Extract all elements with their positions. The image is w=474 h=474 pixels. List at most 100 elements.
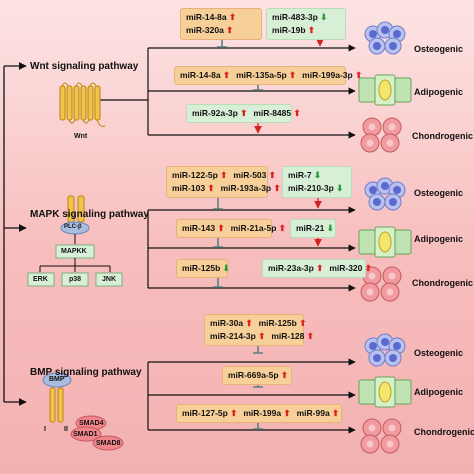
fate-adipogenic-mapk: Adipogenic bbox=[414, 234, 463, 244]
mirna-item: miR-135a-5p ⬆ bbox=[236, 69, 296, 82]
smad1-label: SMAD1 bbox=[73, 431, 98, 438]
up-arrow-icon: ⬆ bbox=[313, 263, 324, 273]
nucleus-icon bbox=[388, 123, 396, 131]
mirna-item: miR-14-8a ⬆ bbox=[186, 11, 236, 24]
mirna-label: miR-483-3p bbox=[272, 12, 318, 22]
mirna-label: miR-210-3p bbox=[288, 183, 334, 193]
mirna-label: miR-103 bbox=[172, 183, 206, 193]
up-arrow-icon: ⬆ bbox=[352, 70, 363, 80]
mirna-label: miR-8485 bbox=[253, 108, 292, 118]
nucleus-icon bbox=[368, 123, 376, 131]
mapk-pathway-label: MAPK signaling pathway bbox=[30, 209, 149, 220]
mirna-label: miR-23a-3p bbox=[268, 263, 314, 273]
mapk-osteo-promote-box: miR-122-5p ⬆miR-503 ⬆miR-103 ⬆miR-193a-3… bbox=[166, 166, 281, 198]
mirna-item: miR-14-8a ⬆ bbox=[180, 69, 230, 82]
receptor-i-label: I bbox=[44, 426, 46, 433]
mirna-item: miR-30a ⬆ bbox=[210, 317, 253, 330]
lipid-droplet-icon bbox=[378, 79, 392, 101]
mirna-row: miR-483-3p ⬇ bbox=[272, 11, 340, 24]
wnt-pathway-label: Wnt signaling pathway bbox=[30, 61, 139, 72]
mirna-label: miR-125b bbox=[182, 263, 221, 273]
mirna-row: miR-7 ⬇ bbox=[288, 169, 346, 182]
up-arrow-icon: ⬆ bbox=[243, 318, 253, 328]
nucleus-icon bbox=[389, 198, 397, 206]
mirna-item: miR-199a-3p ⬆ bbox=[302, 69, 362, 82]
mirna-row: miR-210-3p ⬇ bbox=[288, 182, 346, 195]
bmp-osteo-box: miR-30a ⬆miR-125b ⬆miR-214-3p ⬆miR-128 ⬆ bbox=[204, 314, 314, 346]
down-arrow-icon: ⬇ bbox=[220, 263, 230, 273]
mapkk-label: MAPKK bbox=[61, 248, 87, 255]
up-arrow-icon: ⬆ bbox=[305, 25, 316, 35]
nucleus-icon bbox=[386, 288, 394, 296]
mirna-row: miR-21 ⬇ bbox=[296, 222, 334, 235]
fate-osteogenic-wnt: Osteogenic bbox=[414, 44, 464, 54]
nucleus-icon bbox=[373, 354, 381, 362]
adipocyte-cell-icon bbox=[394, 229, 412, 255]
up-arrow-icon: ⬆ bbox=[281, 408, 291, 418]
up-arrow-icon: ⬆ bbox=[266, 170, 276, 180]
mirna-label: miR-214-3p bbox=[210, 331, 256, 341]
up-arrow-icon: ⬆ bbox=[215, 223, 225, 233]
nucleus-icon bbox=[373, 42, 381, 50]
wnt-chondro-box: miR-92a-3p ⬆miR-8485 ⬆ bbox=[186, 104, 301, 123]
mapk-osteo-inhibit-box: miR-7 ⬇miR-210-3p ⬇ bbox=[282, 166, 352, 198]
nucleus-icon bbox=[369, 30, 377, 38]
mirna-label: miR-21 bbox=[296, 223, 325, 233]
mirna-item: miR-7 ⬇ bbox=[288, 169, 321, 182]
up-arrow-icon: ⬆ bbox=[223, 25, 234, 35]
nucleus-icon bbox=[368, 272, 376, 280]
down-arrow-icon: ⬇ bbox=[311, 170, 322, 180]
mirna-label: miR-30a bbox=[210, 318, 244, 328]
down-arrow-icon: ⬇ bbox=[333, 183, 344, 193]
mapk-osteo-inhibit-mark bbox=[213, 198, 223, 210]
up-arrow-icon: ⬆ bbox=[205, 183, 215, 193]
mirna-item: miR-21 ⬇ bbox=[296, 222, 334, 235]
fate-adipogenic-wnt: Adipogenic bbox=[414, 87, 463, 97]
mirna-label: miR-7 bbox=[288, 170, 312, 180]
mirna-label: miR-669a-5p bbox=[228, 370, 279, 380]
mirna-label: miR-14-8a bbox=[186, 12, 227, 22]
adipocyte-cell-icon bbox=[358, 379, 376, 405]
mirna-label: miR-14-8a bbox=[180, 70, 221, 80]
mirna-row: miR-19b ⬆ bbox=[272, 24, 340, 37]
up-arrow-icon: ⬆ bbox=[291, 108, 301, 118]
up-arrow-icon: ⬆ bbox=[227, 408, 238, 418]
mapk-adipo-box-b: miR-21 ⬇ bbox=[290, 219, 336, 238]
nucleus-icon bbox=[366, 288, 374, 296]
wnt-osteo-promote-box: miR-14-8a ⬆miR-320a ⬆ bbox=[180, 8, 262, 40]
up-arrow-icon: ⬆ bbox=[286, 70, 297, 80]
up-arrow-icon: ⬆ bbox=[220, 70, 231, 80]
mapk-adipo-inhibit-mark bbox=[213, 237, 223, 248]
nucleus-icon bbox=[393, 342, 401, 350]
smad8-label: SMAD8 bbox=[96, 440, 121, 447]
nucleus-icon bbox=[381, 338, 389, 346]
nucleus-icon bbox=[393, 30, 401, 38]
mirna-item: miR-143 ⬆ bbox=[182, 222, 225, 235]
mapk-chondro-box-b: miR-23a-3p ⬆miR-320 ⬆ bbox=[262, 259, 372, 278]
jnk-label: JNK bbox=[102, 276, 117, 283]
mirna-label: miR-199a bbox=[243, 408, 282, 418]
fate-adipogenic-bmp: Adipogenic bbox=[414, 387, 463, 397]
up-arrow-icon: ⬆ bbox=[362, 263, 372, 273]
mirna-row: miR-143 ⬆miR-21a-5p ⬆ bbox=[182, 222, 286, 235]
mirna-item: miR-503 ⬆ bbox=[233, 169, 276, 182]
adipocyte-cell-icon bbox=[394, 379, 412, 405]
receptor-ii-label: II bbox=[64, 426, 68, 433]
mirna-row: miR-122-5p ⬆miR-503 ⬆ bbox=[172, 169, 276, 182]
mirna-label: miR-125b bbox=[258, 318, 297, 328]
fate-chondrogenic-mapk: Chondrogenic bbox=[412, 278, 473, 288]
up-arrow-icon: ⬆ bbox=[217, 170, 228, 180]
mirna-label: miR-19b bbox=[272, 25, 306, 35]
fate-chondrogenic-wnt: Chondrogenic bbox=[412, 131, 473, 141]
mirna-row: miR-14-8a ⬆ bbox=[186, 11, 256, 24]
mirna-label: miR-503 bbox=[233, 170, 267, 180]
mirna-item: miR-23a-3p ⬆ bbox=[268, 262, 323, 275]
up-arrow-icon: ⬆ bbox=[271, 183, 281, 193]
mirna-item: miR-483-3p ⬇ bbox=[272, 11, 327, 24]
wnt-ligand-label: Wnt bbox=[74, 133, 88, 140]
mirna-label: miR-122-5p bbox=[172, 170, 218, 180]
mapk-adipo-box-a: miR-143 ⬆miR-21a-5p ⬆ bbox=[176, 219, 286, 238]
mirna-row: miR-92a-3p ⬆miR-8485 ⬆ bbox=[192, 107, 301, 120]
mirna-row: miR-669a-5p ⬆ bbox=[228, 369, 288, 382]
